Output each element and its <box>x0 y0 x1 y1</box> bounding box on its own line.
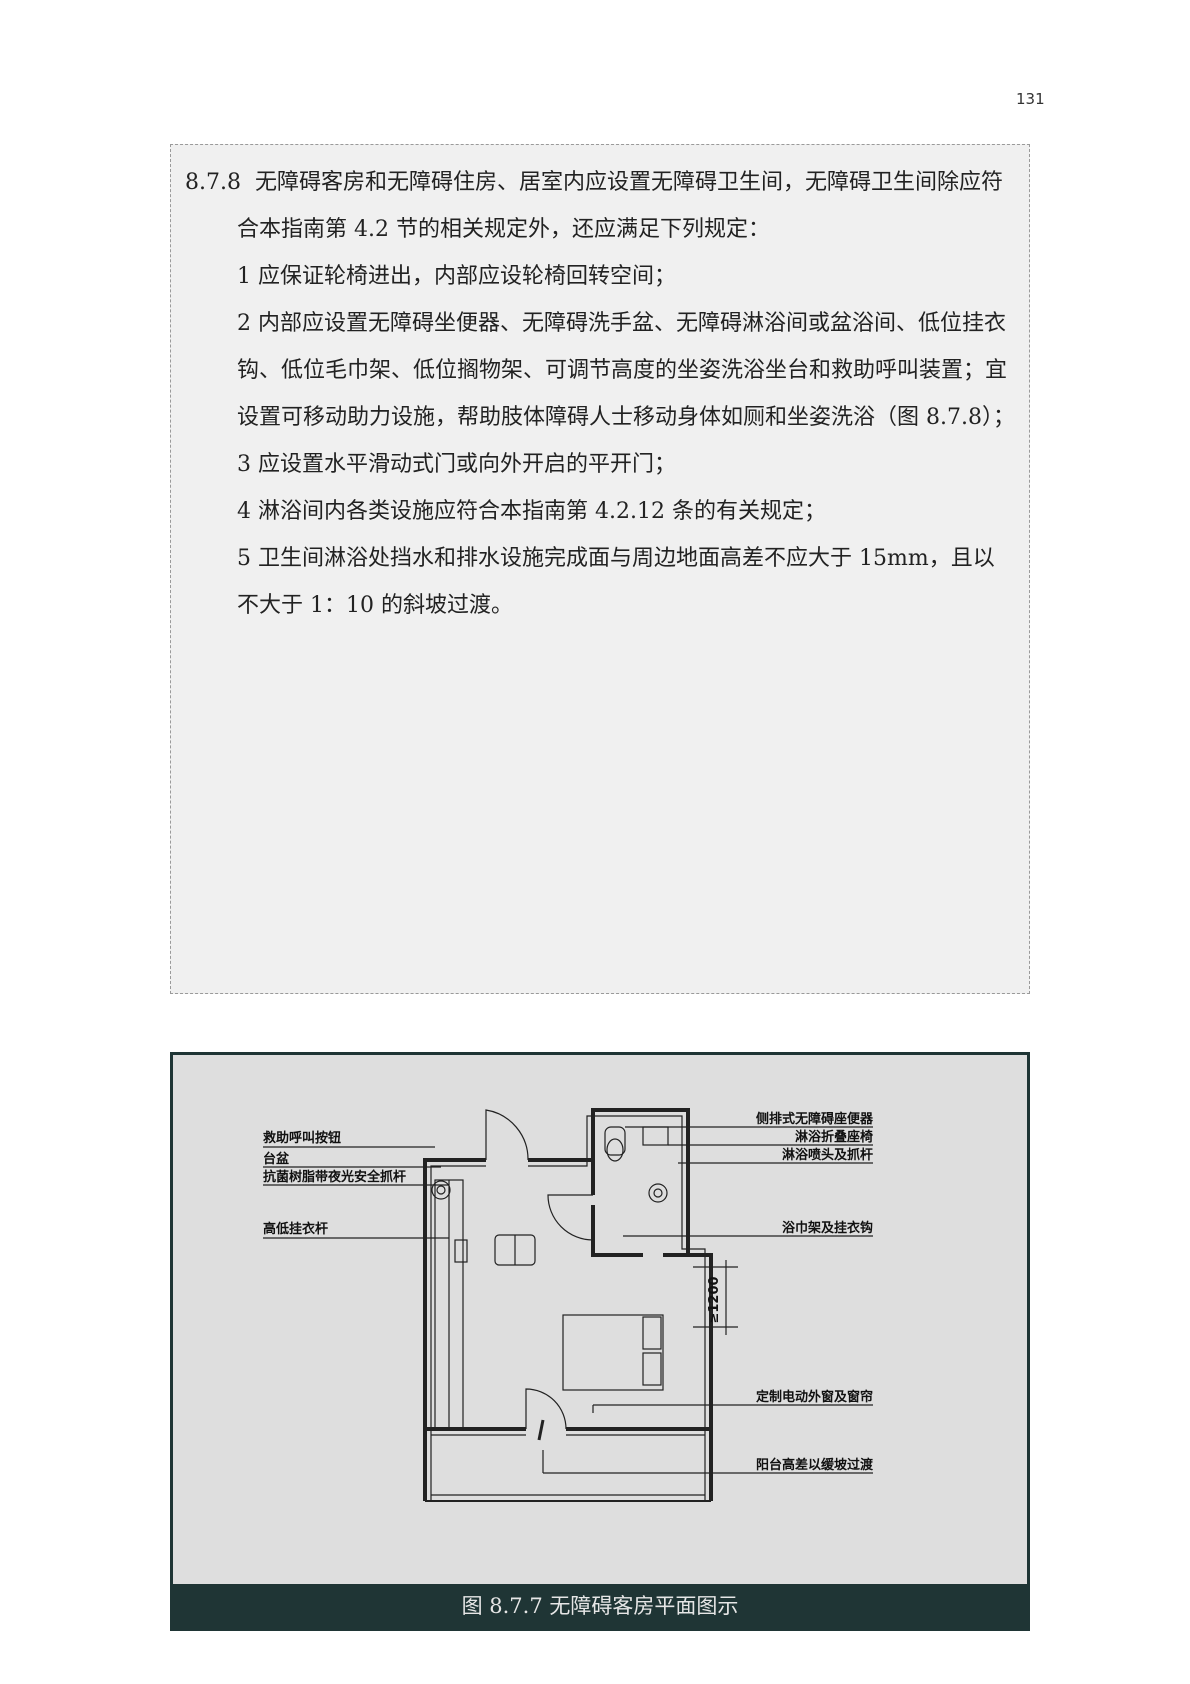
page-number: 131 <box>1016 90 1045 108</box>
clause-text: 8.7.8 无障碍客房和无障碍住房、居室内应设置无障碍卫生间，无障碍卫生间除应符… <box>185 159 1015 629</box>
label-clothes-rail: 高低挂衣杆 <box>263 1221 328 1237</box>
label-basin: 台盆 <box>263 1151 290 1167</box>
label-window: 定制电动外窗及窗帘 <box>755 1389 873 1405</box>
label-shower-seat: 淋浴折叠座椅 <box>795 1129 873 1145</box>
clause-intro: 8.7.8 无障碍客房和无障碍住房、居室内应设置无障碍卫生间，无障碍卫生间除应符… <box>185 159 1015 253</box>
clause-item-3: 3 应设置水平滑动式门或向外开启的平开门； <box>237 452 676 477</box>
clause-item-2: 2 内部应设置无障碍坐便器、无障碍洗手盆、无障碍淋浴间或盆浴间、低位挂衣钩、低位… <box>237 311 1015 430</box>
clause-item-4: 4 淋浴间内各类设施应符合本指南第 4.2.12 条的有关规定； <box>237 499 826 524</box>
clause-intro-text: 无障碍客房和无障碍住房、居室内应设置无障碍卫生间，无障碍卫生间除应符合本指南第 … <box>237 170 1003 242</box>
label-towel-rack: 浴巾架及挂衣钩 <box>782 1220 873 1236</box>
clause-box: 8.7.8 无障碍客房和无障碍住房、居室内应设置无障碍卫生间，无障碍卫生间除应符… <box>170 144 1030 994</box>
label-toilet: 侧排式无障碍座便器 <box>756 1111 874 1127</box>
clause-item-5: 5 卫生间淋浴处挡水和排水设施完成面与周边地面高差不应大于 15mm，且以不大于… <box>237 546 995 618</box>
label-call-button: 救助呼叫按钮 <box>263 1130 341 1146</box>
clause-number: 8.7.8 <box>185 170 241 195</box>
floor-plan-drawing: 救助呼叫按钮 台盆 抗菌树脂带夜光安全抓杆 高低挂衣杆 侧排式无障碍座便器 淋浴… <box>263 1108 874 1502</box>
label-balcony-ramp: 阳台高差以缓坡过渡 <box>756 1457 874 1473</box>
figure-caption: 图 8.7.7 无障碍客房平面图示 <box>173 1584 1027 1628</box>
label-shower-head: 淋浴喷头及抓杆 <box>782 1147 873 1163</box>
label-grab-bar: 抗菌树脂带夜光安全抓杆 <box>263 1169 406 1185</box>
dimension-label: ≥1200 <box>707 1276 722 1323</box>
clause-item-1: 1 应保证轮椅进出，内部应设轮椅回转空间； <box>237 264 676 289</box>
figure-panel: 救助呼叫按钮 台盆 抗菌树脂带夜光安全抓杆 高低挂衣杆 侧排式无障碍座便器 淋浴… <box>170 1052 1030 1631</box>
